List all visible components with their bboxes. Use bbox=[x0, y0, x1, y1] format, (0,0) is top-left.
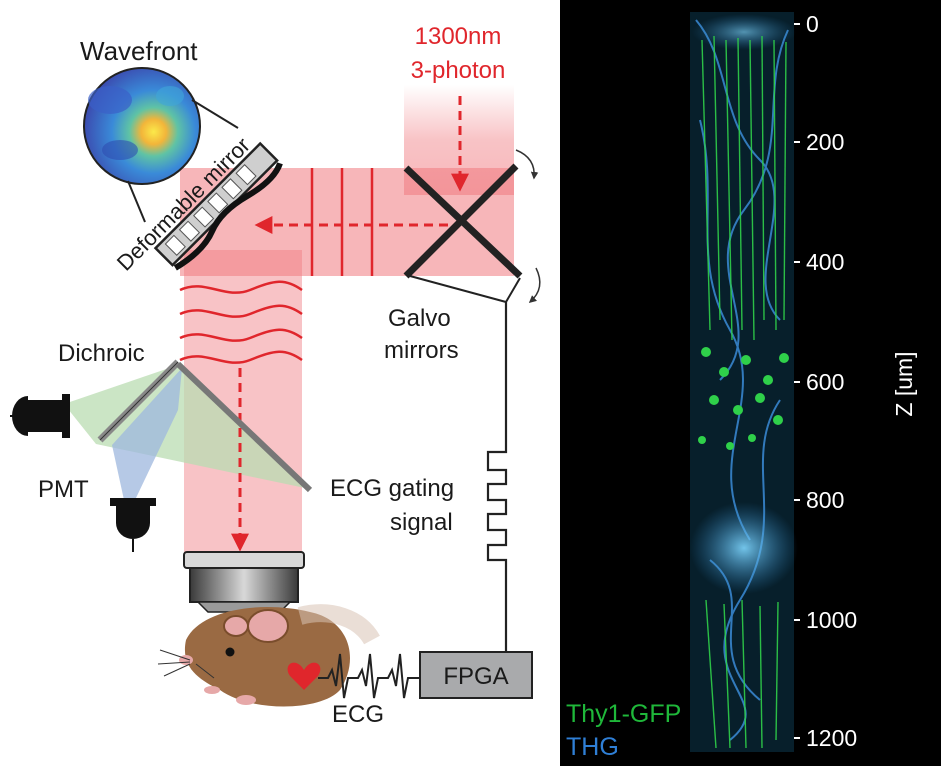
wavefront-leader-1 bbox=[191, 99, 239, 129]
z-tick-400: 400 bbox=[806, 249, 844, 275]
dichroic-secondary-mirror bbox=[175, 361, 313, 493]
pmt-label: PMT bbox=[38, 476, 89, 503]
blue-signal-cone bbox=[112, 368, 182, 500]
distorted-wavefront-lines bbox=[179, 280, 303, 364]
ecg-label: ECG bbox=[332, 701, 384, 728]
laser-wavelength-label: 1300nm bbox=[415, 23, 502, 50]
plane-wavefront-lines bbox=[310, 168, 374, 276]
legend-thg: THG bbox=[566, 733, 619, 761]
green-signal-cone bbox=[64, 365, 305, 488]
z-tick-0: 0 bbox=[806, 11, 819, 37]
z-axis-label: Z [um] bbox=[891, 351, 917, 416]
deformable-mirror bbox=[153, 141, 283, 271]
z-tick-200: 200 bbox=[806, 129, 844, 155]
fpga-label: FPGA bbox=[443, 663, 508, 690]
z-tick-800: 800 bbox=[806, 487, 844, 513]
galvo-rotate-arrow-2 bbox=[528, 267, 541, 303]
wavefront-map bbox=[83, 67, 201, 185]
fpga-box bbox=[419, 651, 533, 699]
ecg-trace bbox=[318, 653, 420, 699]
z-tick-1000: 1000 bbox=[806, 607, 857, 633]
mouse-illustration bbox=[157, 604, 380, 707]
image-panel: 0 200 400 600 800 1000 1200 Z [um] Thy1-… bbox=[560, 0, 941, 766]
thg-top-band bbox=[692, 14, 796, 50]
z-axis-ticks bbox=[794, 23, 800, 739]
z-tick-1200: 1200 bbox=[806, 725, 857, 751]
pmt-detector-left bbox=[10, 394, 70, 438]
ecg-gating-label-line1: ECG gating bbox=[330, 475, 454, 502]
thg-bright-region bbox=[690, 502, 798, 594]
galvo-label-line1: Galvo bbox=[388, 305, 451, 332]
dichroic-label: Dichroic bbox=[58, 340, 145, 367]
dichroic-edge bbox=[99, 361, 179, 441]
pmt-detector-bottom bbox=[110, 498, 156, 552]
galvo-rotate-arrow-1 bbox=[515, 149, 539, 180]
wavefront-label: Wavefront bbox=[80, 36, 198, 66]
legend-gfp: Thy1-GFP bbox=[566, 700, 681, 728]
gfp-cell-bodies bbox=[698, 347, 789, 450]
gfp-neurites bbox=[701, 35, 787, 749]
galvo-mirrors bbox=[403, 149, 541, 303]
wavefront-leader-2 bbox=[127, 180, 146, 223]
objective-lens bbox=[183, 551, 305, 613]
optical-setup: Wavefront Deformable mirror 1300nm 3-pho… bbox=[10, 23, 541, 728]
galvo-label-line2: mirrors bbox=[384, 337, 459, 364]
heart-icon bbox=[287, 662, 321, 690]
gating-signal-wire bbox=[486, 302, 508, 652]
ecg-gating-label-line2: signal bbox=[390, 509, 453, 536]
z-tick-600: 600 bbox=[806, 369, 844, 395]
laser-mode-label: 3-photon bbox=[411, 57, 506, 84]
